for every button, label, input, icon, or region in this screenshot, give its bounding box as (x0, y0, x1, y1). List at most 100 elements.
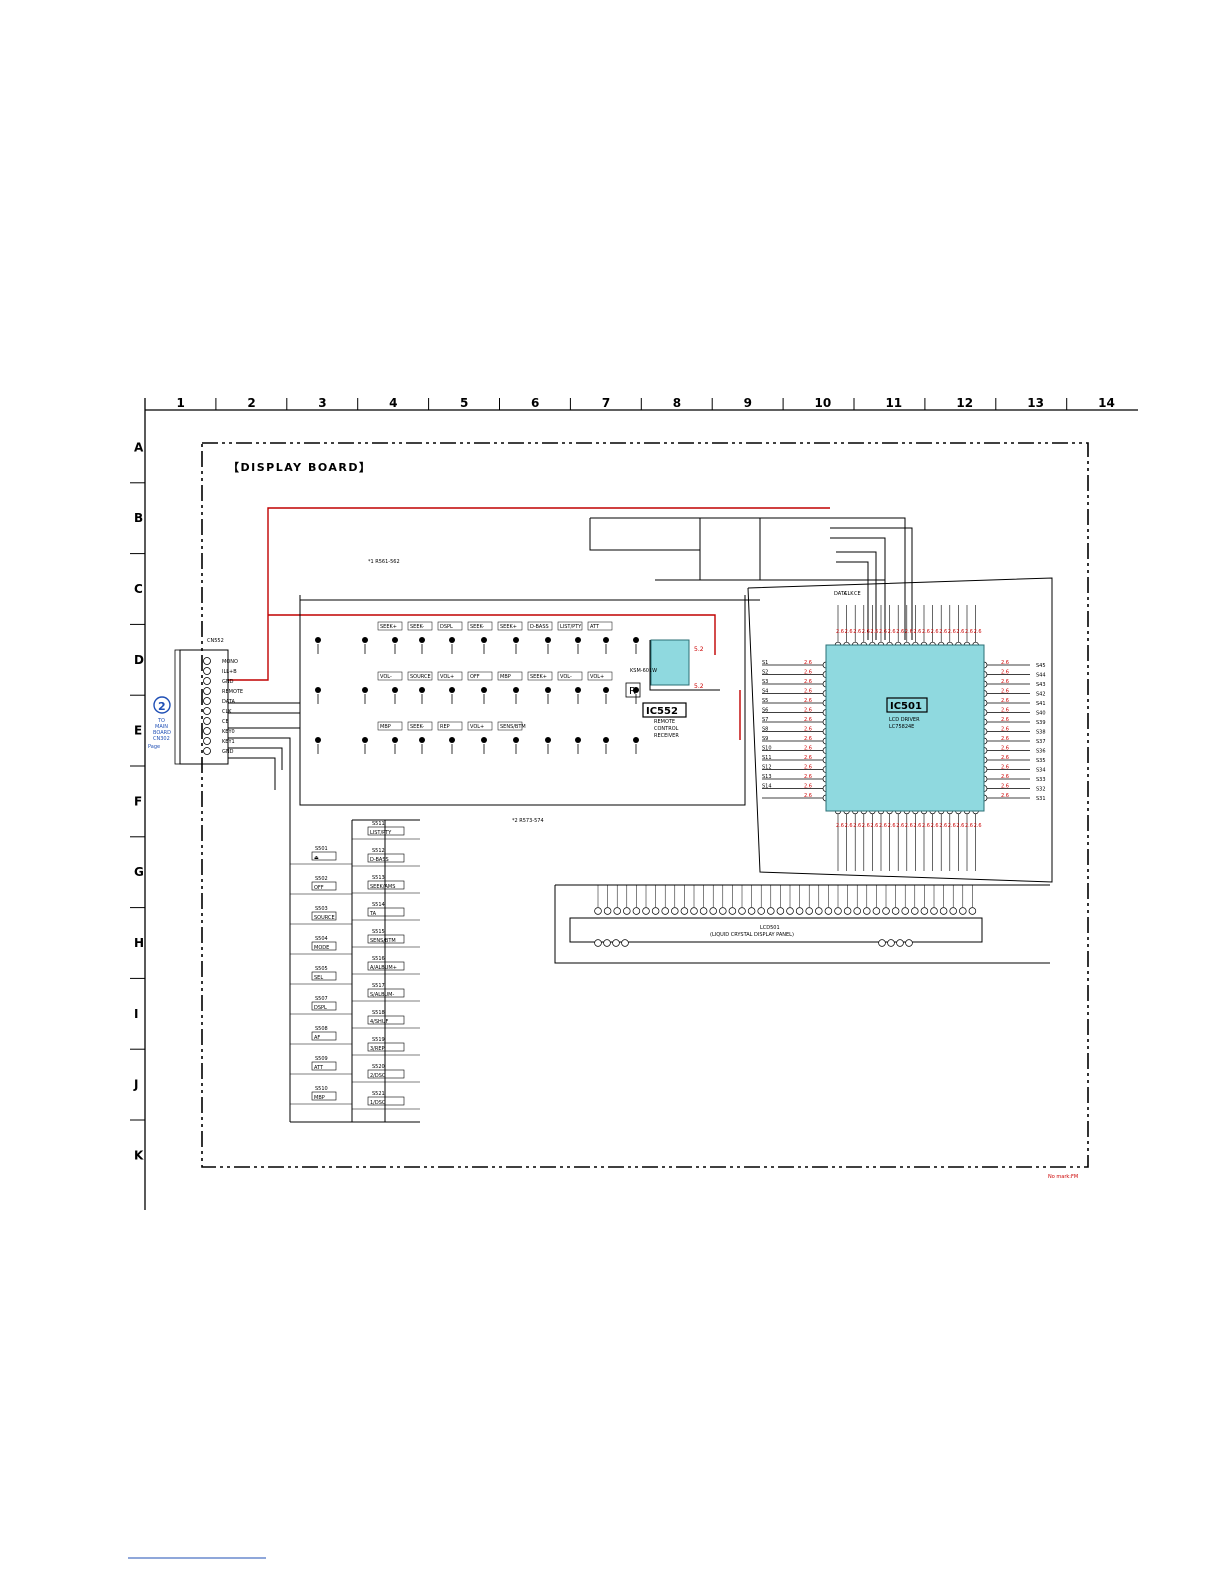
ic501-pin-voltage: 2.6 (804, 793, 812, 799)
lcd-pin (632, 907, 641, 915)
lcd-pin (878, 939, 886, 947)
ic501-pin-voltage: 2.6 (870, 629, 878, 635)
grid-column-label: 7 (602, 396, 610, 410)
key-label: D-BASS (370, 857, 389, 863)
connector-pin-label: CE (222, 719, 229, 725)
grid-column-label: 10 (815, 396, 832, 410)
key-box (367, 1015, 405, 1025)
lcd-pin (795, 907, 804, 915)
lcd-pin (776, 907, 785, 915)
ic501-ref: IC501 (890, 701, 922, 712)
grid-row-label: G (134, 865, 144, 879)
lcd-pin (905, 939, 913, 947)
key-label: S/ALBUM- (370, 992, 394, 998)
grid-row-label: I (134, 1007, 138, 1021)
ic501-left-net: S8 (762, 727, 768, 733)
lcd-pin (699, 907, 708, 915)
ic501-pin-voltage: 2.6 (1001, 660, 1009, 666)
lcd-pin (613, 907, 621, 915)
led-label-box (557, 621, 583, 631)
led (392, 687, 398, 693)
ic501-pin-voltage: 2.6 (905, 629, 913, 635)
grid-column-label: 9 (744, 396, 752, 410)
key-label: 4/SHUF (370, 1019, 388, 1025)
ic501-pin-voltage: 2.6 (804, 765, 812, 771)
led (315, 637, 321, 643)
key-label: SEL (314, 975, 323, 981)
led-label: SEEK- (470, 624, 484, 630)
ic501-left-net: S6 (762, 708, 768, 714)
led-label-box (437, 671, 463, 681)
key-ref: S502 (315, 876, 328, 882)
key-label: ATT (314, 1065, 324, 1071)
ic501-part: LC75824E (889, 724, 914, 730)
key-ref: S521 (372, 1091, 385, 1097)
led-label: SEEK+ (530, 674, 547, 680)
key-label: ⏏ (314, 855, 319, 861)
grid-row-label: B (134, 511, 143, 525)
key-ref: S504 (315, 936, 328, 942)
connector-pin (203, 667, 211, 675)
key-label: LIST/PTY (370, 830, 392, 836)
grid-row-label: E (134, 724, 142, 738)
notes: *1 R561-562 *2 R573-574 (368, 559, 544, 824)
connector-cn552: CN552 MONOILL+BGNDREMOTEDATACLKCEKEY0KEY… (174, 638, 243, 765)
ic501-left-net: S3 (762, 679, 768, 685)
ic552-desc-1: REMOTE (654, 719, 675, 725)
ic501-pin-voltage: 2.6 (870, 823, 878, 829)
led-label-box (587, 621, 613, 631)
led (392, 737, 398, 743)
led-label-box (437, 621, 463, 631)
ref-page: Page (148, 744, 160, 750)
led (419, 637, 425, 643)
key-label: MBP (314, 1095, 325, 1101)
lcd-pin (603, 907, 612, 915)
ic501-pin-voltage: 2.6 (948, 629, 956, 635)
led (545, 637, 551, 643)
ic501-left-net: S7 (762, 717, 768, 723)
lcd-pin (901, 907, 909, 915)
led (419, 737, 425, 743)
ic501-right-net: S33 (1036, 777, 1046, 783)
ic501-left-net: S9 (762, 736, 768, 742)
lcd-pin (612, 939, 620, 947)
remote-sensor-mark: R (629, 686, 636, 697)
led-label-box (377, 671, 403, 681)
led (362, 687, 368, 693)
grid-column-label: 12 (956, 396, 973, 410)
ic501-right-net: S38 (1036, 730, 1046, 736)
key-box (367, 1069, 405, 1079)
lcd-pin (805, 907, 813, 915)
led (603, 737, 609, 743)
ic501-right-net: S36 (1036, 749, 1046, 755)
connector-pin (203, 737, 211, 745)
lcd-pin (594, 939, 602, 947)
ic552-desc-2: CONTROL (654, 726, 679, 732)
connector-pin (203, 747, 211, 755)
led-label-box (407, 621, 433, 631)
connector-pin (203, 717, 211, 725)
lcd-panel: LCD501 (LIQUID CRYSTAL DISPLAY PANEL) (710, 925, 794, 938)
led-label: MBP (500, 674, 511, 680)
ic501-left-net: S13 (762, 774, 772, 780)
ref-number: 2 (158, 700, 166, 713)
ic501-pin-voltage: 2.6 (879, 823, 887, 829)
key-box (311, 1001, 337, 1011)
connector-pin (203, 727, 211, 735)
led-label-box (467, 621, 493, 631)
ic501-left-net: S4 (762, 689, 768, 695)
lcd-pin (824, 907, 833, 915)
ic501-left-net: S14 (762, 784, 772, 790)
ic501-left-net: S11 (762, 755, 772, 761)
ic501-pin-voltage: 2.6 (948, 823, 956, 829)
led (362, 737, 368, 743)
ic501-pin-voltage: 2.6 (1001, 670, 1009, 676)
lcd-pin (815, 907, 823, 915)
ic501-right-net: S37 (1036, 739, 1046, 745)
key-label: TA (369, 911, 377, 917)
led-label: DSPL (440, 624, 453, 630)
lcd-pin (680, 907, 689, 915)
ic501-pin-voltage: 2.6 (905, 823, 913, 829)
connector-pin-label: REMOTE (222, 689, 243, 695)
led-label: VOL+ (470, 724, 484, 730)
